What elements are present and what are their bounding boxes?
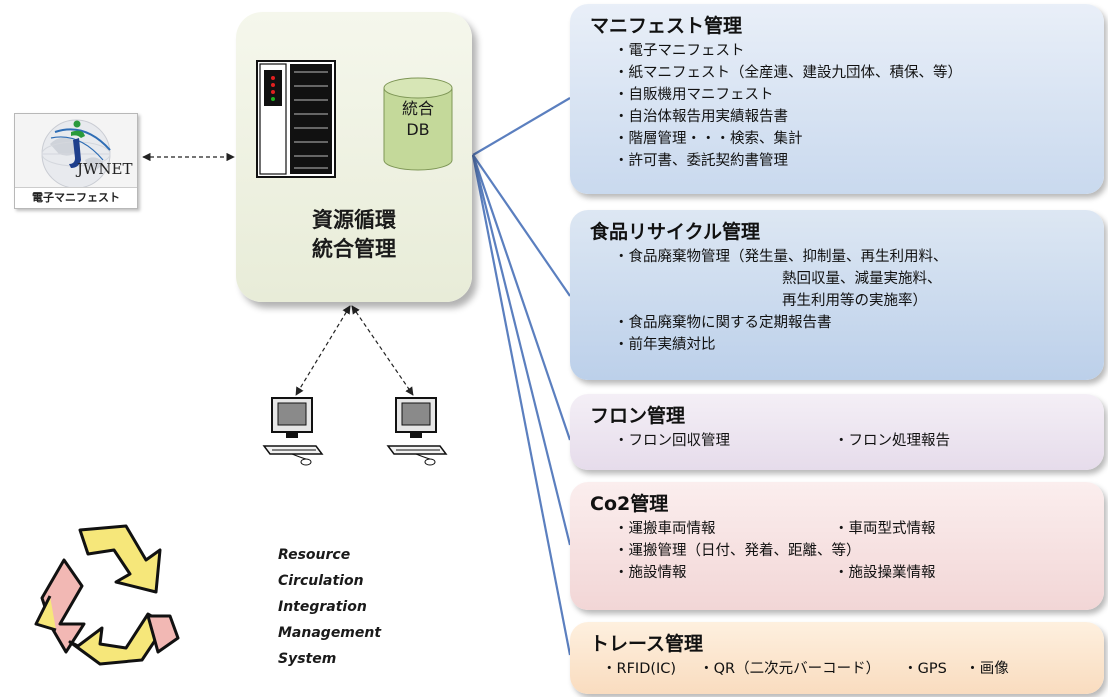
database-label: 統合 DB	[382, 98, 454, 140]
list-row: ・運搬車両情報 ・車両型式情報	[614, 518, 1104, 540]
list-item: ・許可書、委託契約書管理	[614, 153, 788, 169]
module-manifest: マニフェスト管理 ・電子マニフェスト ・紙マニフェスト（全産連、建設九団体、積保…	[570, 4, 1104, 194]
system-title: 資源循環 統合管理	[236, 206, 472, 264]
list-item: ・施設操業情報	[834, 565, 936, 581]
english-system-name: Resource Circulation Integration Managem…	[278, 542, 381, 672]
server-icon	[256, 60, 336, 178]
system-title-line2: 統合管理	[312, 237, 396, 261]
module-co2: Co2管理 ・運搬車両情報 ・車両型式情報 ・運搬管理（日付、発着、距離、等） …	[570, 482, 1104, 610]
module-trace: トレース管理 ・RFID(IC) ・QR（二次元バーコード） ・GPS ・画像	[570, 622, 1104, 694]
list-item: ・階層管理・・・検索、集計	[614, 131, 803, 147]
module-title: マニフェスト管理	[590, 15, 743, 37]
link-food	[472, 154, 571, 297]
link-freon	[471, 154, 572, 441]
module-title: フロン管理	[590, 405, 686, 427]
english-name-word: Resource	[278, 547, 351, 563]
list-item: ・電子マニフェスト	[614, 43, 745, 59]
client-pc-icon	[262, 397, 324, 466]
module-title: トレース管理	[590, 633, 704, 655]
globe-icon	[41, 119, 111, 189]
jwnet-logo: JWNET 電子マニフェスト	[14, 113, 138, 209]
list-item: ・食品廃棄物に関する定期報告書	[614, 315, 832, 331]
pc-right-link-arrow	[351, 305, 414, 396]
list-item: ・運搬車両情報	[614, 521, 716, 537]
jwnet-caption: 電子マニフェスト	[15, 187, 137, 208]
list-item: ・GPS	[903, 661, 947, 677]
list-row: ・施設情報 ・施設操業情報	[614, 562, 1104, 584]
list-item: ・画像	[965, 661, 1009, 677]
database-icon	[383, 77, 453, 171]
link-co2	[471, 154, 572, 546]
list-item: ・前年実績対比	[614, 337, 716, 353]
list-row: ・RFID(IC) ・QR（二次元バーコード） ・GPS ・画像	[602, 658, 1104, 680]
database-label-line2: DB	[406, 120, 430, 139]
system-title-line1: 資源循環	[312, 208, 396, 232]
list-item-continuation: 熱回収量、減量実施料、	[782, 271, 942, 287]
english-name-word: Management	[278, 625, 382, 641]
pc-left-link-arrow	[295, 305, 351, 396]
module-item-list: ・フロン回収管理 ・フロン処理報告	[590, 430, 1104, 452]
english-name-word: System	[278, 651, 337, 667]
module-food-recycling: 食品リサイクル管理 ・食品廃棄物管理（発生量、抑制量、再生利用料、 熱回収量、減…	[570, 210, 1104, 380]
list-item: ・RFID(IC)	[602, 661, 677, 677]
module-item-list: ・運搬車両情報 ・車両型式情報 ・運搬管理（日付、発着、距離、等） ・施設情報 …	[590, 518, 1104, 584]
jwnet-wordmark: JWNET	[77, 160, 133, 178]
list-item: ・施設情報	[614, 565, 687, 581]
list-item-continuation: 再生利用等の実施率）	[782, 293, 927, 309]
list-item: ・車両型式情報	[834, 521, 936, 537]
english-name-word: Circulation	[278, 573, 364, 589]
list-item: ・運搬管理（日付、発着、距離、等）	[614, 543, 861, 559]
link-manifest	[472, 97, 571, 156]
list-item: ・フロン処理報告	[834, 433, 950, 449]
module-freon: フロン管理 ・フロン回収管理 ・フロン処理報告	[570, 394, 1104, 470]
list-item: ・食品廃棄物管理（発生量、抑制量、再生利用料、	[614, 249, 948, 265]
module-item-list: ・RFID(IC) ・QR（二次元バーコード） ・GPS ・画像	[590, 658, 1104, 680]
module-title: 食品リサイクル管理	[590, 221, 761, 243]
english-name-word: Integration	[278, 599, 367, 615]
module-item-list: ・食品廃棄物管理（発生量、抑制量、再生利用料、 熱回収量、減量実施料、 再生利用…	[590, 246, 1104, 356]
list-row: ・フロン回収管理 ・フロン処理報告	[614, 430, 1104, 452]
module-item-list: ・電子マニフェスト ・紙マニフェスト（全産連、建設九団体、積保、等） ・自販機用…	[590, 40, 1104, 172]
list-item: ・自販機用マニフェスト	[614, 87, 774, 103]
list-item: ・紙マニフェスト（全産連、建設九団体、積保、等）	[614, 65, 962, 81]
list-item: ・QR（二次元バーコード）	[699, 661, 881, 677]
list-item: ・自治体報告用実績報告書	[614, 109, 788, 125]
list-row: ・運搬管理（日付、発着、距離、等）	[614, 540, 1104, 562]
client-pc-icon	[386, 397, 448, 466]
list-item: ・フロン回収管理	[614, 433, 730, 449]
module-title: Co2管理	[590, 493, 669, 515]
recycle-icon	[34, 524, 180, 666]
database-label-line1: 統合	[401, 99, 434, 118]
link-trace	[471, 154, 572, 656]
